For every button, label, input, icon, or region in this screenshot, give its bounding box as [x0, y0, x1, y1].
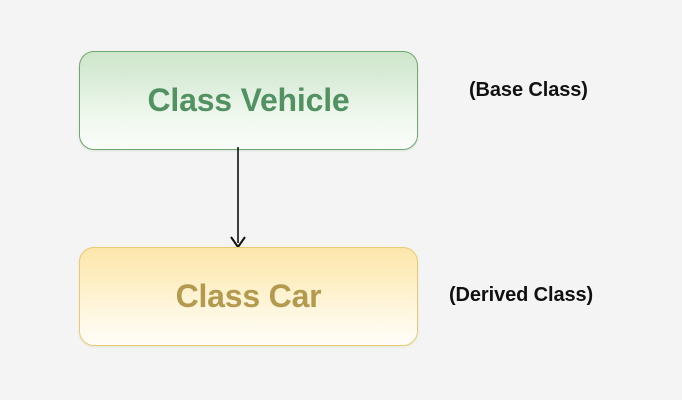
class-box-base[interactable]: Class Vehicle [79, 51, 418, 150]
annotation-derived-class: (Derived Class) [449, 284, 594, 306]
class-box-base-label: Class Vehicle [147, 82, 350, 118]
annotation-base-class: (Base Class) [469, 79, 588, 101]
class-box-derived-label: Class Car [175, 278, 322, 314]
inheritance-arrow [230, 147, 246, 249]
class-box-derived[interactable]: Class Car [79, 247, 418, 346]
